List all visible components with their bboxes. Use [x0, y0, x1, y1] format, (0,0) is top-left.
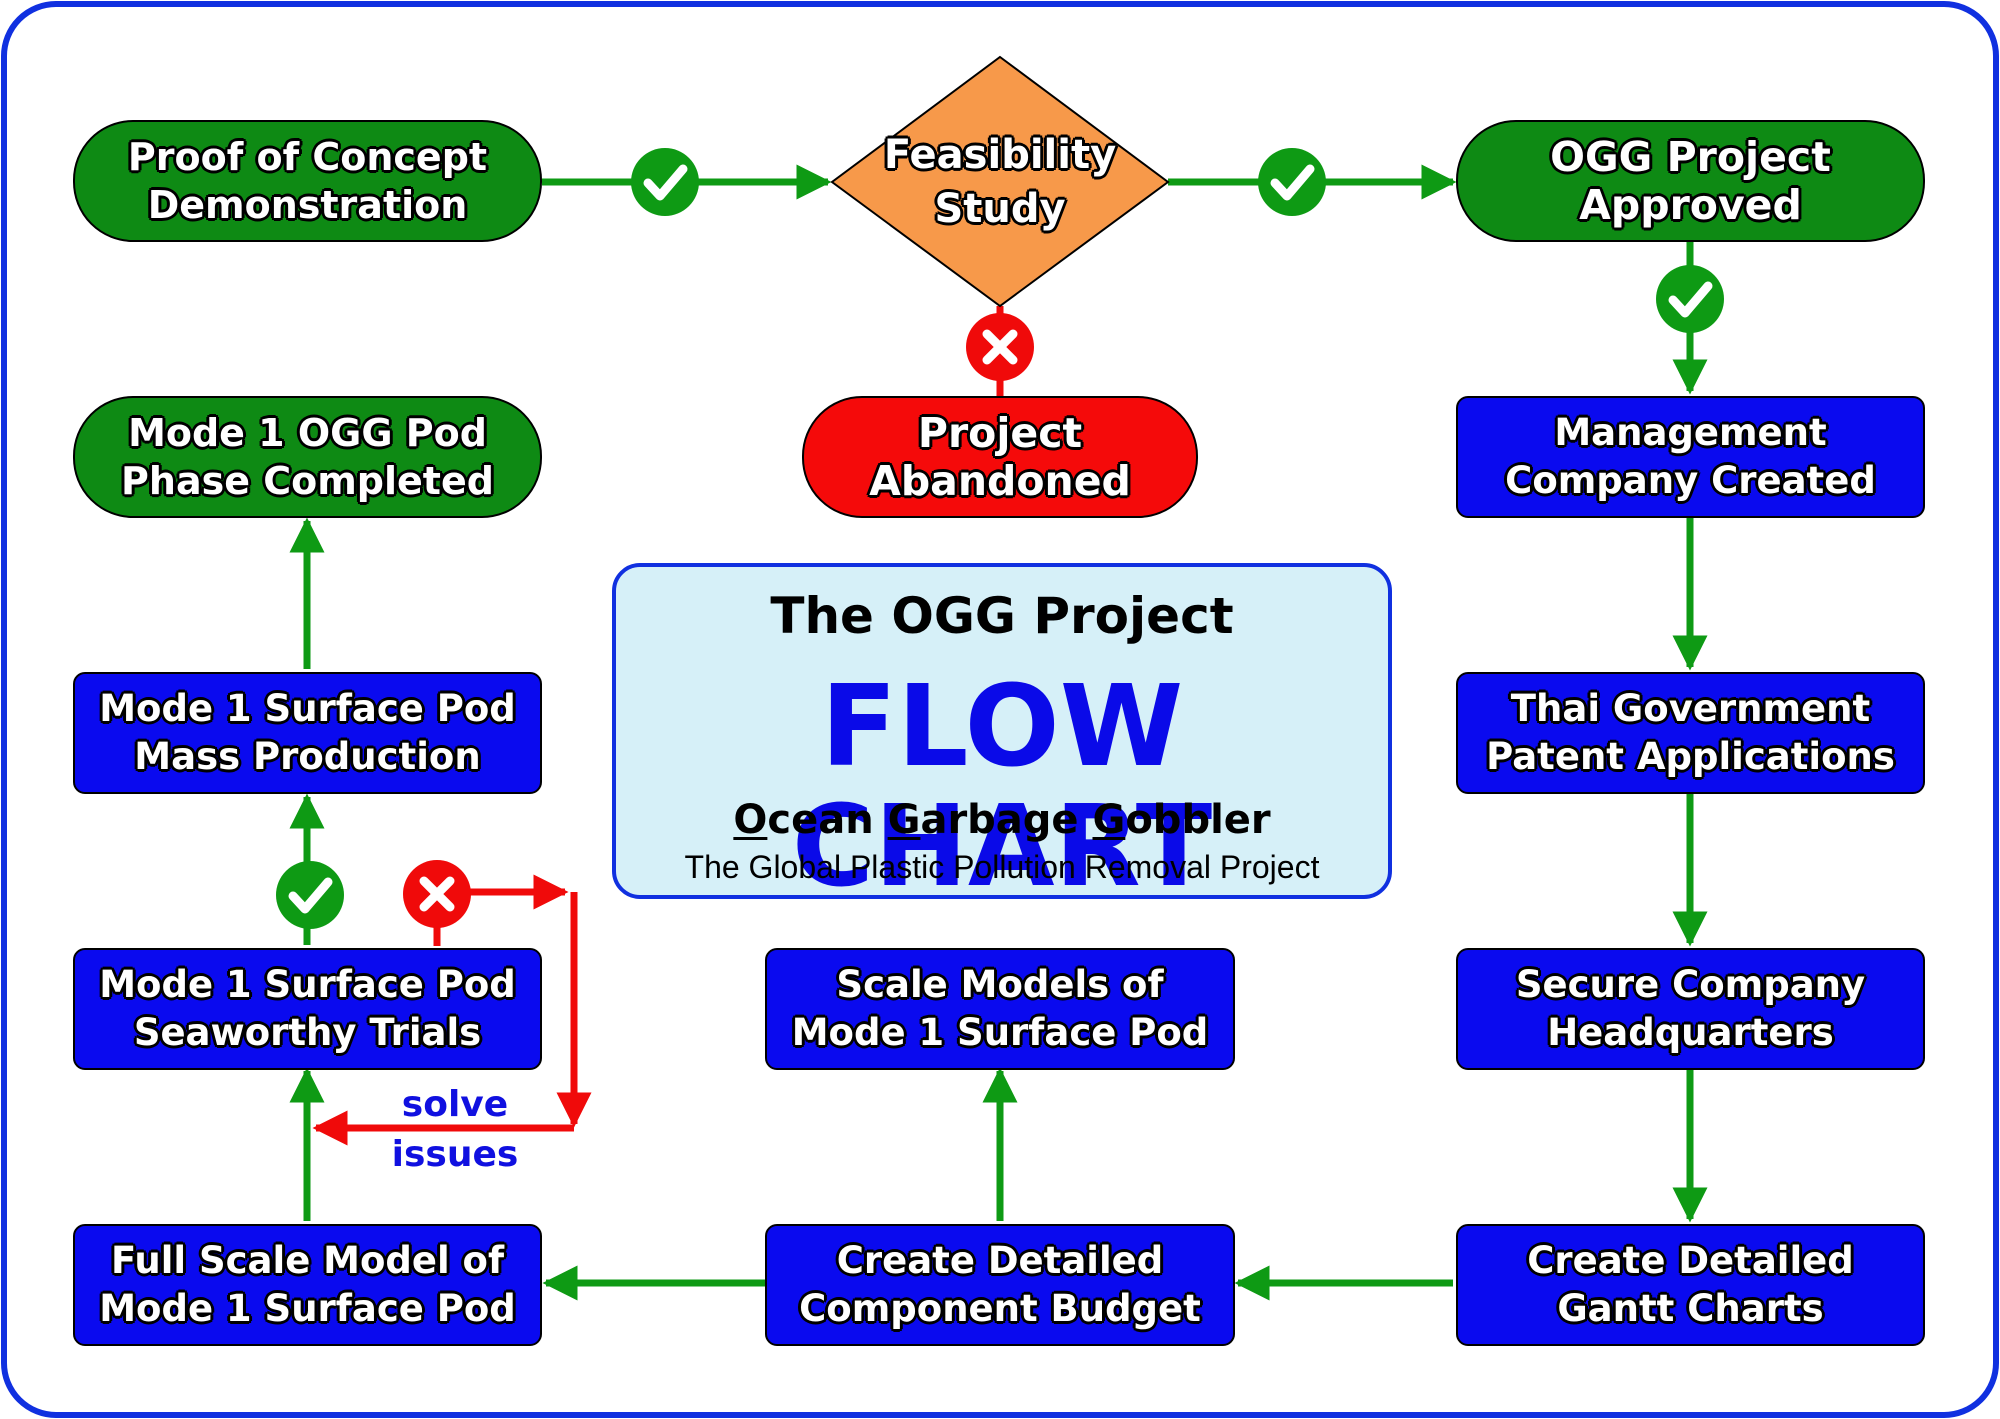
acronym-word-ocean: cean — [767, 797, 888, 843]
x-circle-icon — [966, 313, 1034, 381]
patents-node: Thai Government Patent Applications — [1456, 672, 1925, 794]
management-node: Management Company Created — [1456, 396, 1925, 518]
acronym-letter-o: O — [733, 797, 768, 843]
full-scale-node: Full Scale Model of Mode 1 Surface Pod — [73, 1224, 542, 1346]
seaworthy-label: Mode 1 Surface Pod Seaworthy Trials — [99, 963, 516, 1054]
check-circle-icon — [1656, 265, 1724, 333]
abandoned-label: Project Abandoned — [869, 409, 1131, 505]
mass-production-label: Mode 1 Surface Pod Mass Production — [99, 687, 516, 778]
approved-node: OGG Project Approved — [1456, 120, 1925, 242]
mode1-completed-label: Mode 1 OGG Pod Phase Completed — [121, 411, 494, 503]
acronym-letter-g: G — [887, 797, 921, 843]
approved-label: OGG Project Approved — [1550, 133, 1831, 229]
acronym-letter-g2: G — [1092, 797, 1126, 843]
feasibility-diamond — [830, 55, 1170, 308]
panel-heading: The OGG Project — [770, 587, 1234, 645]
patents-label: Thai Government Patent Applications — [1486, 687, 1895, 778]
budget-node: Create Detailed Component Budget — [765, 1224, 1235, 1346]
proof-of-concept-node: Proof of Concept Demonstration — [73, 120, 542, 242]
mode1-completed-node: Mode 1 OGG Pod Phase Completed — [73, 396, 542, 518]
proof-of-concept-label: Proof of Concept Demonstration — [127, 135, 488, 227]
solve-issues-label: solve issues — [391, 1084, 519, 1175]
check-circle-icon — [276, 861, 344, 929]
headquarters-label: Secure Company Headquarters — [1515, 963, 1866, 1054]
acronym-word-gobbler: obbler — [1125, 797, 1271, 843]
gantt-label: Create Detailed Gantt Charts — [1527, 1239, 1854, 1330]
gantt-node: Create Detailed Gantt Charts — [1456, 1224, 1925, 1346]
seaworthy-node: Mode 1 Surface Pod Seaworthy Trials — [73, 948, 542, 1070]
panel-acronym: Ocean Garbage Gobbler — [616, 797, 1388, 843]
full-scale-label: Full Scale Model of Mode 1 Surface Pod — [99, 1239, 516, 1330]
scale-models-label: Scale Models of Mode 1 Surface Pod — [791, 963, 1209, 1054]
panel-subtitle: The Global Plastic Pollution Removal Pro… — [684, 849, 1320, 885]
panel-title: FLOW CHART — [791, 662, 1213, 912]
acronym-word-garbage: arbage — [920, 797, 1093, 843]
headquarters-node: Secure Company Headquarters — [1456, 948, 1925, 1070]
abandoned-node: Project Abandoned — [802, 396, 1198, 518]
check-circle-icon — [1258, 148, 1326, 216]
check-circle-icon — [631, 148, 699, 216]
management-label: Management Company Created — [1505, 411, 1876, 502]
budget-label: Create Detailed Component Budget — [799, 1239, 1201, 1330]
x-circle-icon — [403, 860, 471, 928]
mass-production-node: Mode 1 Surface Pod Mass Production — [73, 672, 542, 794]
feasibility-label: Feasibility Study — [883, 132, 1117, 232]
scale-models-node: Scale Models of Mode 1 Surface Pod — [765, 948, 1235, 1070]
title-panel: The OGG Project FLOW CHART Ocean Garbage… — [612, 563, 1392, 907]
